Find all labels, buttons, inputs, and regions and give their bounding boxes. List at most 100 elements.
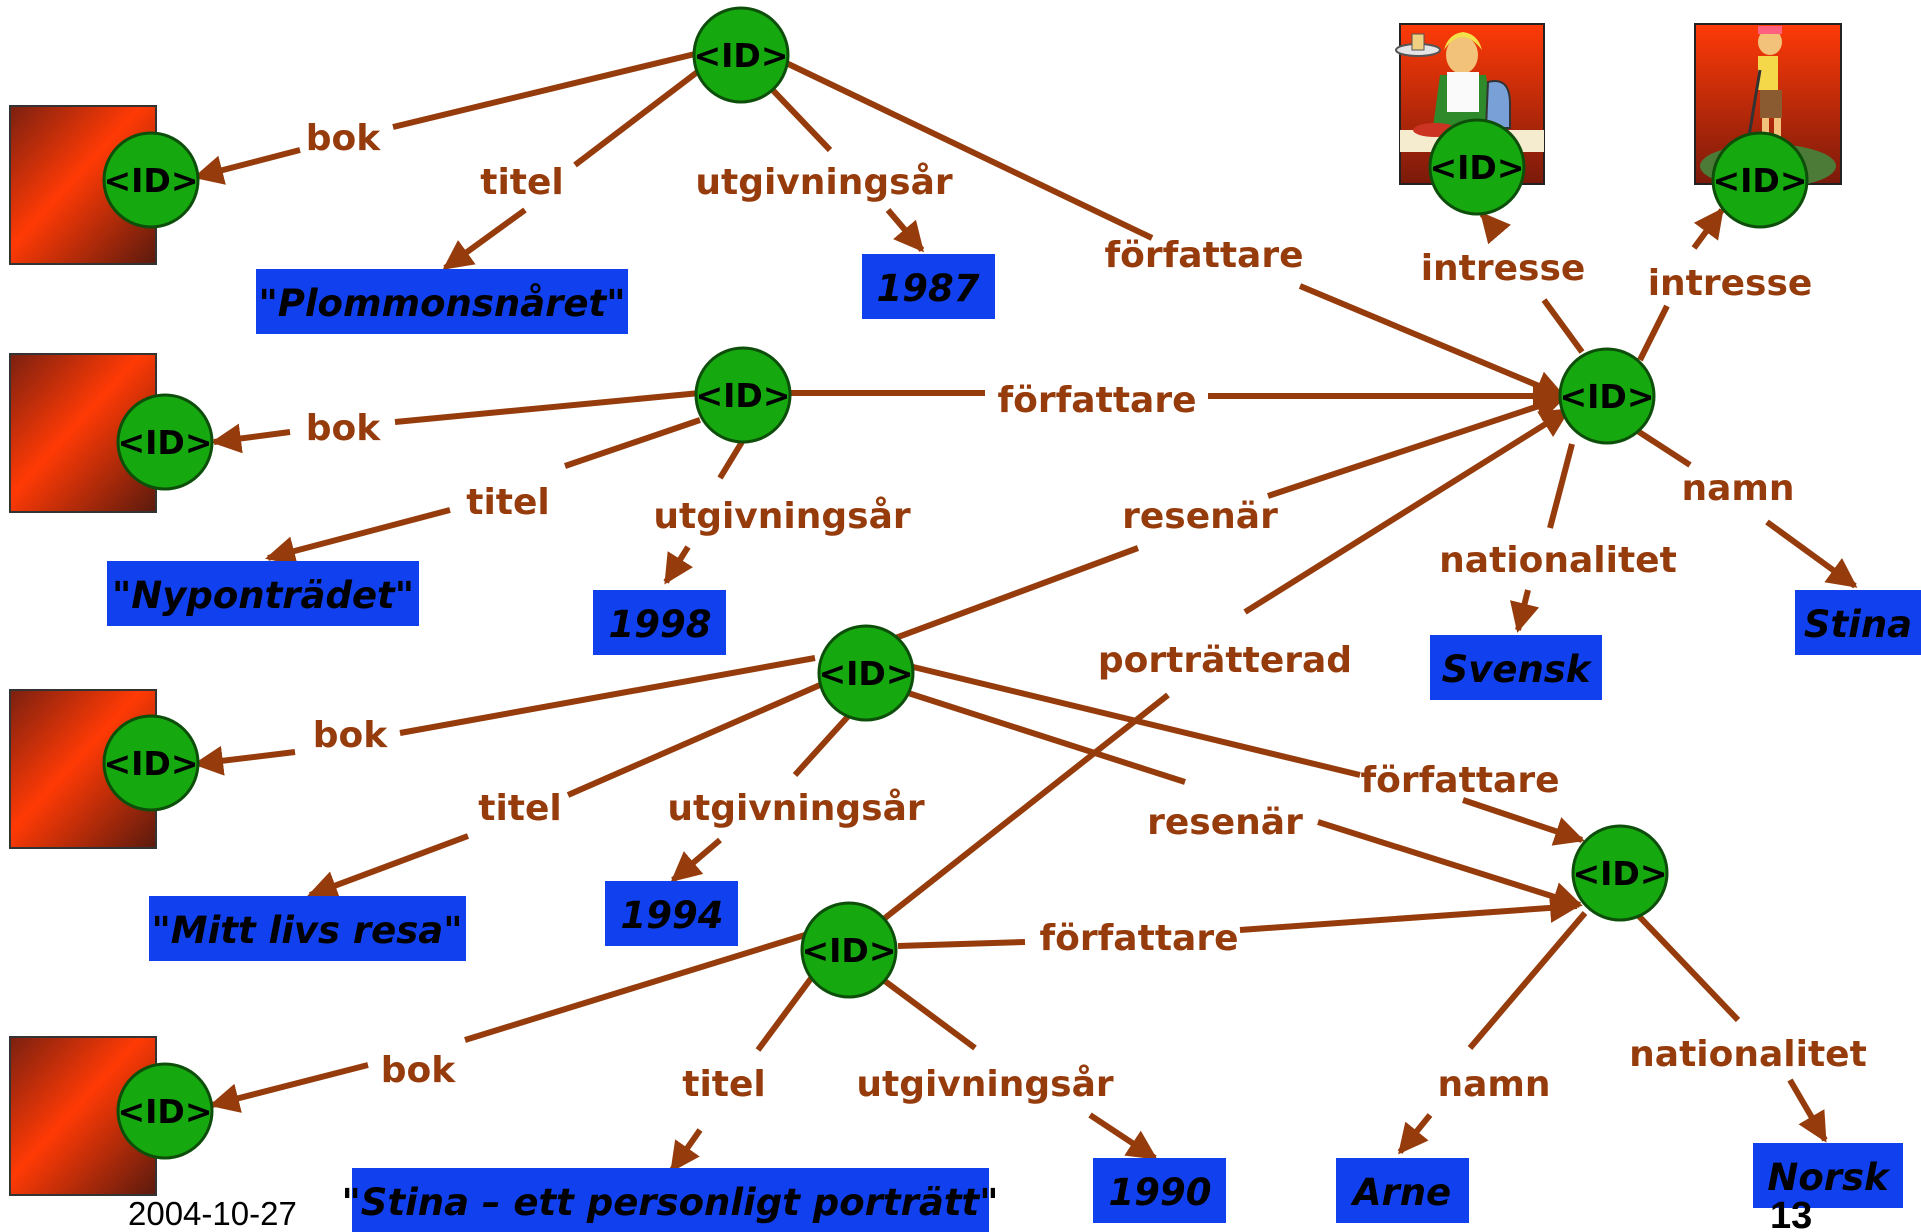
label-utgivningsar-a: utgivningsår: [695, 162, 953, 203]
edge-d-year-2: [1088, 1112, 1158, 1161]
edge-c-resenar2-2: [1317, 819, 1583, 912]
edge-s-namn-2: [1765, 519, 1858, 589]
label-resenar-c1: resenär: [1122, 496, 1278, 537]
edge-b-year-2: [663, 545, 694, 585]
edge-b-titel-2: [265, 507, 451, 566]
edge-c-resenar-1: [888, 545, 1140, 643]
label-forfattare-d: författare: [1040, 918, 1239, 959]
edge-d-titel-2: [669, 1128, 703, 1173]
edge-d-forf-1: [897, 939, 1026, 949]
id-node-book-a: <ID>: [692, 6, 790, 104]
svg-text:<ID>: <ID>: [118, 1092, 213, 1131]
label-nationalitet-arne: nationalitet: [1629, 1034, 1867, 1075]
label-bok-c: bok: [313, 715, 389, 756]
value-1990: 1990: [1109, 1171, 1212, 1214]
edge-a-year-2: [885, 208, 925, 253]
label-namn-arne: namn: [1437, 1064, 1550, 1105]
edge-d-bok-1: [464, 932, 806, 1043]
id-node-entity-4: <ID>: [116, 1062, 214, 1160]
edge-s-nat-1: [1547, 443, 1575, 529]
label-forfattare-b: författare: [998, 380, 1197, 421]
svg-text:<ID>: <ID>: [1430, 148, 1525, 187]
label-titel-c: titel: [478, 788, 562, 829]
edge-b-year-1: [717, 435, 748, 480]
edge-a2-namn-1: [1467, 911, 1588, 1050]
value-arne: Arne: [1350, 1171, 1451, 1214]
value-mitt-livs-resa: "Mitt livs resa": [151, 909, 462, 952]
label-forfattare-a: författare: [1105, 235, 1304, 276]
edge-d-forf-2: [1239, 892, 1580, 933]
edge-s-int1-2: [1479, 211, 1511, 245]
id-node-book-b: <ID>: [694, 346, 792, 444]
svg-text:<ID>: <ID>: [104, 161, 199, 200]
edge-b-titel-1: [564, 417, 701, 469]
edge-s-int2-2: [1691, 207, 1725, 250]
id-node-interest-1: <ID>: [1428, 118, 1526, 216]
edge-s-nat-2: [1509, 589, 1540, 633]
edge-d-portr-2: [1243, 407, 1571, 615]
value-norsk: Norsk: [1767, 1156, 1891, 1199]
edge-a-titel-1: [573, 67, 702, 168]
edge-a-forf-2: [1298, 283, 1566, 400]
edge-a2-namn-2: [1397, 1113, 1433, 1155]
edge-c-resenar2-1: [904, 689, 1186, 785]
edge-a2-nat-1: [1632, 909, 1741, 1023]
value-boxes: "Plommonsnåret" 1987 "Nyponträdet" 1998 …: [107, 254, 1921, 1232]
edge-c-titel-2: [307, 833, 470, 900]
id-node-entity-3: <ID>: [102, 714, 200, 812]
edge-b-bok-2: [211, 423, 291, 454]
label-resenar-c2: resenär: [1147, 802, 1303, 843]
id-node-entity-1: <ID>: [102, 131, 200, 229]
svg-text:<ID>: <ID>: [819, 654, 914, 693]
label-utgivningsar-d: utgivningsår: [856, 1064, 1114, 1105]
label-namn-stina: namn: [1681, 468, 1794, 509]
id-node-book-c: <ID>: [817, 624, 915, 722]
edge-s-int2-1: [1637, 304, 1670, 362]
edge-s-int1-1: [1541, 298, 1585, 354]
svg-text:<ID>: <ID>: [118, 423, 213, 462]
label-utgivningsar-b: utgivningsår: [653, 496, 911, 537]
label-bok-a: bok: [306, 118, 382, 159]
value-plommonsnaret: "Plommonsnåret": [258, 282, 625, 325]
edge-c-year-2: [670, 837, 722, 883]
edge-a-bok-1: [392, 51, 696, 130]
id-node-person-stina: <ID>: [1558, 347, 1656, 445]
edge-a2-nat-2: [1787, 1078, 1828, 1143]
svg-text:<ID>: <ID>: [1573, 854, 1668, 893]
label-titel-b: titel: [466, 482, 550, 523]
svg-text:<ID>: <ID>: [694, 36, 789, 75]
label-titel-a: titel: [480, 162, 564, 203]
edge-s-namn-1: [1634, 427, 1692, 468]
svg-text:<ID>: <ID>: [1560, 377, 1655, 416]
value-1987: 1987: [877, 267, 980, 310]
edge-c-year-1: [792, 709, 855, 778]
edge-a-year-1: [762, 79, 833, 153]
edge-c-bok-1: [399, 655, 816, 736]
label-portratterad: porträtterad: [1098, 640, 1352, 681]
edge-labels: bok titel utgivningsår författare bok ti…: [306, 118, 1867, 1105]
edge-d-titel-1: [755, 971, 818, 1052]
label-nationalitet-stina: nationalitet: [1439, 540, 1677, 581]
value-1998: 1998: [609, 603, 712, 646]
id-node-entity-2: <ID>: [116, 393, 214, 491]
edge-a-forf-1: [778, 57, 1154, 241]
edge-c-titel-1: [566, 682, 822, 798]
value-stina: Stina: [1804, 603, 1912, 646]
label-forfattare-c: författare: [1361, 760, 1560, 801]
id-node-person-arne: <ID>: [1571, 824, 1669, 922]
edge-d-year-1: [868, 967, 977, 1051]
svg-text:<ID>: <ID>: [1713, 161, 1808, 200]
edge-c-resenar-2: [1267, 392, 1566, 499]
value-svensk: Svensk: [1442, 648, 1593, 691]
label-titel-d: titel: [682, 1064, 766, 1105]
edge-c-bok-2: [193, 745, 296, 776]
edge-a-titel-2: [442, 207, 527, 271]
label-intresse-1: intresse: [1421, 248, 1586, 289]
id-node-book-d: <ID>: [800, 901, 898, 999]
svg-text:<ID>: <ID>: [104, 744, 199, 783]
label-intresse-2: intresse: [1648, 263, 1813, 304]
edge-b-bok-1: [394, 390, 701, 425]
edge-d-portr-1: [883, 692, 1170, 921]
page-number: 13: [1770, 1195, 1812, 1232]
